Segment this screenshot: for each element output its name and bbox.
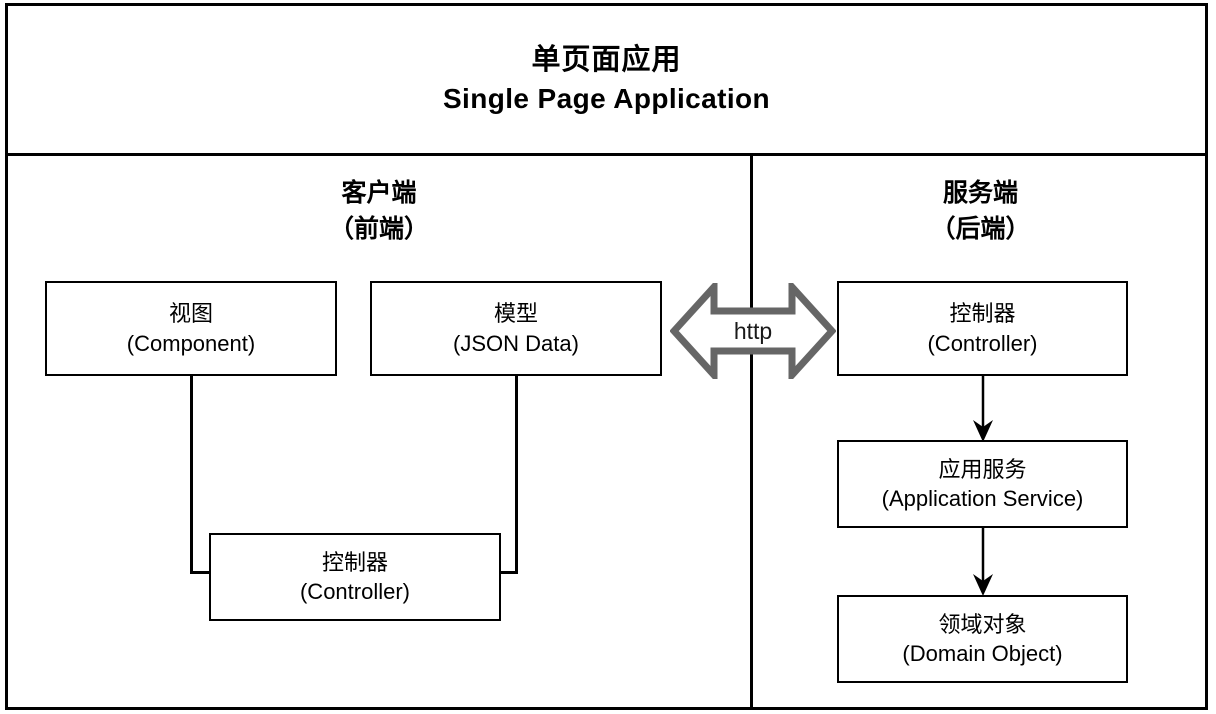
- connector-view-to-controller-horizontal: [190, 571, 212, 574]
- node-view-chinese: 视图: [168, 301, 213, 327]
- node-view[interactable]: 视图 (Component): [45, 281, 337, 376]
- node-view-english: (Component): [126, 330, 256, 356]
- node-model-chinese: 模型: [493, 301, 538, 327]
- node-application-service[interactable]: 应用服务 (Application Service): [837, 440, 1128, 528]
- client-header-chinese: 客户端: [341, 179, 417, 207]
- diagram-title-chinese: 单页面应用: [531, 43, 682, 76]
- node-frontend-controller-english: (Controller): [299, 579, 411, 604]
- node-backend-controller-english: (Controller): [927, 330, 1038, 356]
- diagram-title-english: Single Page Application: [442, 82, 771, 114]
- connector-model-to-controller-horizontal: [498, 571, 518, 574]
- server-header-subtitle: （后端）: [930, 214, 1031, 243]
- server-header-chinese: 服务端: [942, 179, 1018, 207]
- node-domain-object-english: (Domain Object): [902, 641, 1063, 666]
- down-arrow-icon-controller-to-service: [973, 374, 993, 442]
- server-column-header: 服务端 （后端）: [753, 176, 1208, 247]
- client-server-divider: [750, 155, 753, 710]
- node-model[interactable]: 模型 (JSON Data): [370, 281, 662, 376]
- down-arrow-icon-service-to-domain: [973, 526, 993, 596]
- node-domain-object-chinese: 领域对象: [938, 611, 1027, 637]
- node-model-english: (JSON Data): [453, 330, 579, 356]
- diagram-outer-frame: [5, 3, 1208, 710]
- title-divider: [5, 153, 1208, 156]
- node-application-service-english: (Application Service): [881, 486, 1084, 511]
- node-frontend-controller[interactable]: 控制器 (Controller): [209, 533, 501, 621]
- node-backend-controller-chinese: 控制器: [949, 301, 1016, 327]
- node-domain-object[interactable]: 领域对象 (Domain Object): [837, 595, 1128, 683]
- http-double-arrow-icon: [670, 283, 836, 379]
- client-column-header: 客户端 （前端）: [8, 176, 750, 247]
- node-application-service-chinese: 应用服务: [938, 456, 1027, 482]
- node-backend-controller[interactable]: 控制器 (Controller): [837, 281, 1128, 376]
- connector-view-to-controller-vertical: [190, 376, 193, 574]
- client-header-subtitle: （前端）: [328, 214, 429, 243]
- diagram-title-band: 单页面应用 Single Page Application: [5, 3, 1208, 155]
- connector-model-to-controller-vertical: [515, 376, 518, 574]
- node-frontend-controller-chinese: 控制器: [321, 549, 388, 575]
